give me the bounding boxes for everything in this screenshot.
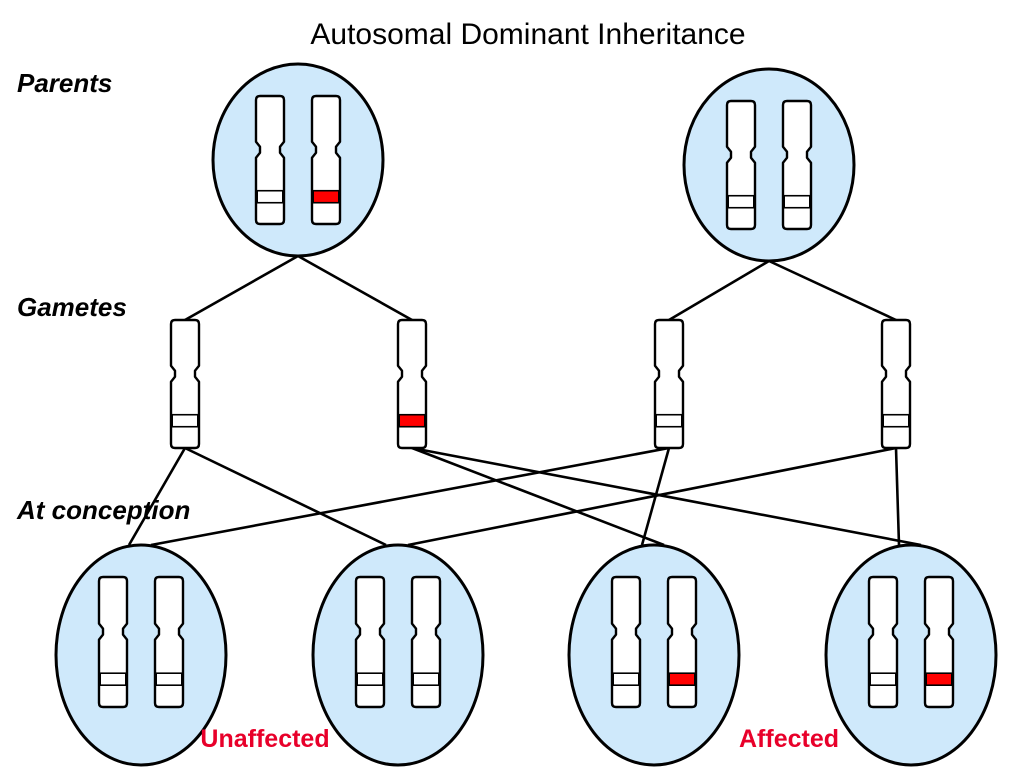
chromosome-right — [923, 575, 955, 709]
parent-cell — [682, 67, 856, 263]
normal-allele-band — [99, 672, 127, 687]
gamete-chromosome — [396, 318, 428, 450]
chromosome-left — [610, 575, 642, 709]
offspring-cell — [824, 543, 998, 767]
normal-allele-band — [783, 194, 811, 209]
offspring-cell — [567, 543, 741, 767]
chromosome-outline — [880, 318, 912, 450]
normal-allele-band — [356, 672, 384, 687]
parent-to-gamete-line — [184, 254, 299, 322]
gametes-row — [169, 318, 912, 450]
parent-to-gamete-line — [768, 259, 897, 322]
normal-allele-band — [727, 194, 755, 209]
conception-label: At conception — [16, 495, 190, 525]
chromosome-right — [666, 575, 698, 709]
chromosome-outline — [410, 575, 442, 709]
inheritance-lines — [127, 254, 922, 547]
chromosome-right — [410, 575, 442, 709]
gamete-to-offspring-line — [894, 447, 901, 546]
chromosome-left — [725, 99, 757, 231]
cell-membrane — [824, 543, 998, 767]
parent-to-gamete-line — [668, 259, 770, 322]
chromosome-outline — [354, 575, 386, 709]
gamete-to-offspring-line — [640, 447, 671, 546]
cell-membrane — [567, 543, 741, 767]
gamete-chromosome — [653, 318, 685, 450]
gamete-to-offspring-line — [411, 446, 922, 547]
chromosome-outline — [97, 575, 129, 709]
gamete-to-offspring-line — [184, 446, 387, 547]
chromosome-left — [354, 575, 386, 709]
offspring-cell — [54, 543, 228, 767]
gamete-chromosome — [169, 318, 201, 450]
parents-row — [211, 62, 856, 263]
mutant-allele-band — [312, 189, 340, 204]
chromosome-outline — [254, 94, 286, 226]
parent-cell — [211, 62, 385, 258]
chromosome-right — [153, 575, 185, 709]
chromosome-outline — [396, 318, 428, 450]
chromosome-left — [867, 575, 899, 709]
gametes-label: Gametes — [17, 292, 127, 322]
chromosome-outline — [666, 575, 698, 709]
parents-label: Parents — [17, 68, 112, 98]
parent-to-gamete-line — [297, 254, 413, 322]
cell-membrane — [211, 62, 385, 258]
chromosome-right — [310, 94, 342, 226]
chromosome-outline — [923, 575, 955, 709]
normal-allele-band — [612, 672, 640, 687]
normal-allele-band — [655, 413, 683, 428]
mutant-allele-band — [925, 672, 953, 687]
affected-label: Affected — [739, 725, 839, 753]
chromosome-outline — [725, 99, 757, 231]
chromosome-outline — [653, 318, 685, 450]
mutant-allele-band — [668, 672, 696, 687]
diagram-title: Autosomal Dominant Inheritance — [310, 18, 745, 51]
normal-allele-band — [256, 189, 284, 204]
normal-allele-band — [171, 413, 199, 428]
normal-allele-band — [882, 413, 910, 428]
chromosome-outline — [310, 94, 342, 226]
chromosome-left — [97, 575, 129, 709]
unaffected-label: Unaffected — [200, 725, 329, 753]
gamete-to-offspring-line — [411, 446, 665, 547]
cell-membrane — [311, 543, 485, 767]
chromosome-outline — [781, 99, 813, 231]
chromosome-outline — [867, 575, 899, 709]
chromosome-right — [781, 99, 813, 231]
mutant-allele-band — [398, 413, 426, 428]
chromosome-left — [254, 94, 286, 226]
chromosome-outline — [610, 575, 642, 709]
normal-allele-band — [412, 672, 440, 687]
offspring-cell — [311, 543, 485, 767]
chromosome-outline — [153, 575, 185, 709]
cell-membrane — [682, 67, 856, 263]
gamete-to-offspring-line — [407, 446, 897, 547]
chromosome-outline — [169, 318, 201, 450]
normal-allele-band — [155, 672, 183, 687]
normal-allele-band — [869, 672, 897, 687]
gamete-chromosome — [880, 318, 912, 450]
gamete-to-offspring-line — [150, 446, 670, 547]
gamete-to-offspring-line — [127, 447, 187, 546]
offspring-row — [54, 543, 998, 767]
